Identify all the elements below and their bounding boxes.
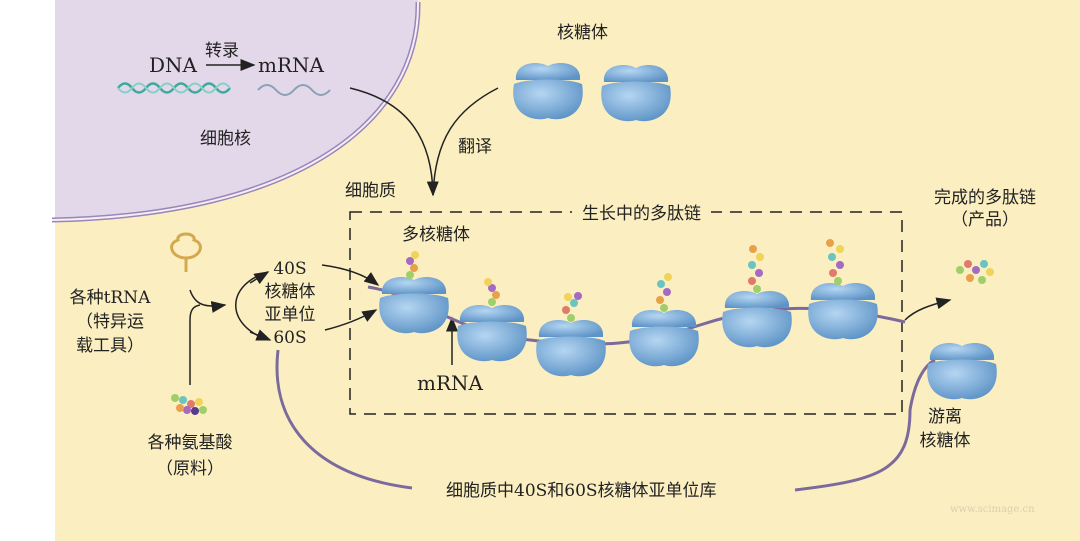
amino-acids-icon <box>171 394 207 415</box>
subunit-pool-label: 细胞质中40S和60S核糖体亚单位库 <box>446 481 717 501</box>
completed-line2: （产品） <box>951 210 1019 230</box>
completed-chain-label: 完成的多肽链（产品） <box>915 187 1055 231</box>
dna-label: DNA <box>149 53 197 77</box>
subunit-40s: 40S <box>273 259 307 279</box>
nucleus-label: 细胞核 <box>200 129 251 149</box>
trna-icon <box>170 232 202 272</box>
subunits-label: 40S 核糖体亚单位 60S <box>255 258 325 350</box>
peptide-chains <box>406 239 994 322</box>
growing-chain-label: 生长中的多肽链 <box>572 203 711 225</box>
watermark: www.scimage.cn <box>950 504 1035 515</box>
transcription-label: 转录 <box>205 41 239 61</box>
free-line2: 核糖体 <box>919 431 971 451</box>
ribosome <box>536 319 606 377</box>
subunit-pool-curve <box>275 349 413 490</box>
free-line1: 游离 <box>928 407 962 427</box>
amino-line1: 各种氨基酸 <box>147 433 233 453</box>
subunit-60s: 60S <box>273 328 307 348</box>
mrna-label: mRNA <box>417 371 483 395</box>
nucleus <box>55 0 419 220</box>
ribosome <box>513 62 583 120</box>
subunits-line1: 核糖体 <box>264 282 316 302</box>
cytoplasm-label: 细胞质 <box>345 181 396 201</box>
ribosome <box>808 282 878 340</box>
ribosome-label: 核糖体 <box>557 23 608 43</box>
ribosome <box>379 276 449 334</box>
ribosome <box>457 304 527 362</box>
free-ribosome-label: 游离核糖体 <box>905 405 985 453</box>
ribosome <box>601 64 671 122</box>
mrna-nucleus-label: mRNA <box>258 53 324 77</box>
trna-line3: 载工具） <box>76 336 144 356</box>
ribosome <box>722 290 792 348</box>
polysome-label: 多核糖体 <box>402 225 470 245</box>
trna-label: 各种tRNA （特异运载工具） <box>60 286 160 358</box>
translation-label: 翻译 <box>458 137 492 157</box>
completed-line1: 完成的多肽链 <box>934 188 1036 208</box>
trna-line1: 各种tRNA <box>69 288 151 308</box>
polysome-box <box>349 211 903 415</box>
trna-line2: （特异运 <box>76 312 144 332</box>
subunits-line2: 亚单位 <box>264 305 316 325</box>
ribosome <box>629 309 699 367</box>
mrna-strand <box>257 84 331 96</box>
free-ribosome <box>927 342 997 400</box>
amino-line2: （原料） <box>156 459 224 479</box>
amino-acids-label: 各种氨基酸 （原料） <box>115 430 265 482</box>
